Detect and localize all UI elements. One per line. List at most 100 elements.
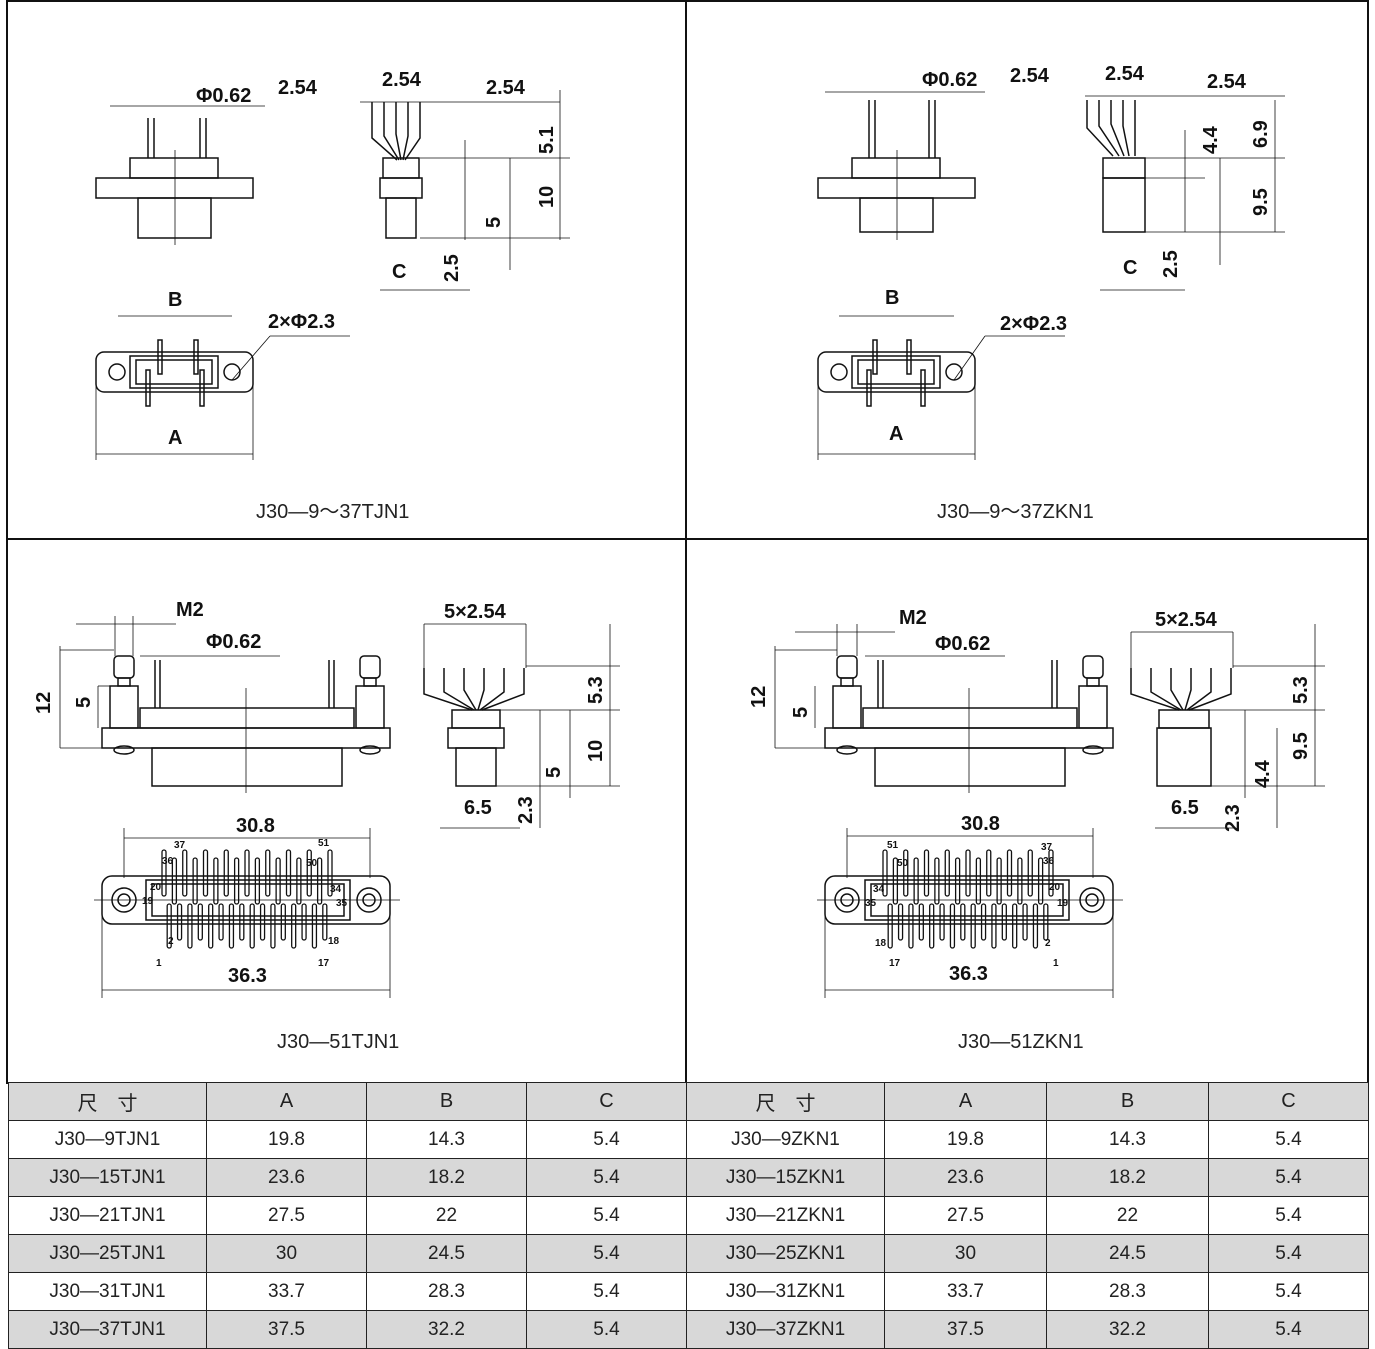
table-cell: J30—21ZKN1 (686, 1196, 885, 1235)
pin-number: 18 (875, 938, 887, 949)
height-label-3: 5 (543, 767, 565, 778)
width-c-label: C (392, 261, 406, 283)
pitch-label-c: 2.54 (486, 77, 526, 99)
pin-bottom (939, 903, 945, 941)
table-cell: 5.4 (1208, 1196, 1369, 1235)
pin-bottom (897, 903, 904, 941)
pin-bottom (228, 903, 235, 949)
pitch-label-c: 2.54 (1207, 71, 1247, 93)
width-label: 6.5 (464, 797, 492, 819)
pin-dia-label: Φ0.62 (922, 69, 977, 91)
table-cell: 23.6 (206, 1158, 367, 1197)
caption-9-37tjn1: J30—9～37TJN1 (256, 501, 410, 523)
pin-bottom (322, 903, 328, 941)
table-cell: B (366, 1082, 527, 1121)
pin-bottom (1043, 903, 1049, 941)
table-cell: 23.6 (884, 1158, 1047, 1197)
pin-bottom (301, 903, 307, 941)
pin-number: 35 (336, 898, 348, 909)
height-label-4: 2.3 (1222, 804, 1244, 832)
table-cell: 19.8 (206, 1120, 367, 1159)
pin-top (1006, 849, 1013, 897)
pin-bottom (291, 903, 297, 949)
pin-top (892, 857, 899, 905)
pin-number: 34 (873, 884, 885, 895)
pin-top (265, 849, 271, 897)
pin-number: 50 (306, 858, 318, 869)
height-label-2: 9.5 (1290, 732, 1312, 760)
pin-number: 2 (1045, 938, 1051, 949)
table-cell: 24.5 (366, 1234, 527, 1273)
pin-top (944, 849, 950, 897)
table-cell: 5.4 (526, 1310, 687, 1349)
holes-label: 2×Φ2.3 (268, 311, 335, 333)
table-cell: 5.4 (526, 1234, 687, 1273)
table-cell: 28.3 (1046, 1272, 1209, 1311)
pin-bottom (918, 903, 924, 941)
drawing-9-37zkn1: Φ0.62 2.54 2.54 2.54 4.4 6.9 9.5 2.5 C B… (817, 63, 1285, 460)
pin-number: 36 (1043, 856, 1055, 867)
pin-top (934, 857, 940, 905)
table-cell: 32.2 (366, 1310, 527, 1349)
pin-bottom (166, 903, 172, 949)
height-label-1: 4.4 (1200, 125, 1222, 154)
pin-top (882, 849, 888, 897)
table-cell: 37.5 (206, 1310, 367, 1349)
height-12-label: 12 (33, 692, 55, 714)
table-cell: J30—25ZKN1 (686, 1234, 885, 1273)
pin-top (975, 857, 982, 905)
pin-bottom (280, 903, 286, 941)
pitch-label-b: 2.54 (382, 69, 422, 91)
pin-bottom (239, 903, 245, 941)
table-cell: B (1046, 1082, 1209, 1121)
table-cell: J30—15ZKN1 (686, 1158, 885, 1197)
pin-bottom (249, 903, 255, 949)
pin-number: 35 (865, 898, 877, 909)
table-cell: 尺 寸 (686, 1082, 885, 1121)
table-cell: 5.4 (526, 1120, 687, 1159)
caption-9-37zkn1: J30—9～37ZKN1 (937, 501, 1094, 523)
pin-number: 19 (1057, 898, 1069, 909)
table-cell: C (1208, 1082, 1369, 1121)
pin-top (233, 857, 240, 905)
pin-number: 50 (897, 858, 909, 869)
pin-bottom (1001, 903, 1007, 941)
pitch-label-a: 2.54 (278, 77, 318, 99)
height-5-label: 5 (73, 697, 95, 708)
height-label-2: 6.9 (1250, 120, 1272, 148)
table-cell: 19.8 (884, 1120, 1047, 1159)
table-cell: 尺 寸 (8, 1082, 207, 1121)
pin-top (285, 849, 292, 897)
table-cell: J30—31TJN1 (8, 1272, 207, 1311)
pin-bottom (887, 903, 893, 949)
table-cell: 37.5 (884, 1310, 1047, 1349)
height-label-4: 2.5 (1160, 250, 1182, 278)
pin-top (202, 849, 209, 897)
table-cell: 27.5 (884, 1196, 1047, 1235)
pin-bottom (176, 903, 183, 941)
table-cell: 14.3 (366, 1120, 527, 1159)
height-label-4: 2.5 (441, 254, 463, 282)
pin-bottom (311, 903, 318, 949)
pin-top (182, 849, 188, 897)
pin-number: 20 (1049, 882, 1061, 893)
pin-number: 1 (156, 958, 162, 969)
table-cell: 32.2 (1046, 1310, 1209, 1349)
table-cell: 18.2 (1046, 1158, 1209, 1197)
height-label-1: 5.1 (536, 126, 558, 154)
screw-label: M2 (176, 599, 204, 621)
pin-top (275, 857, 281, 905)
pin-number: 37 (174, 840, 186, 851)
height-12-label: 12 (748, 686, 770, 708)
pin-top (996, 857, 1002, 905)
caption-51zkn1: J30—51ZKN1 (958, 1031, 1084, 1053)
pitch-label-b: 2.54 (1105, 63, 1145, 85)
